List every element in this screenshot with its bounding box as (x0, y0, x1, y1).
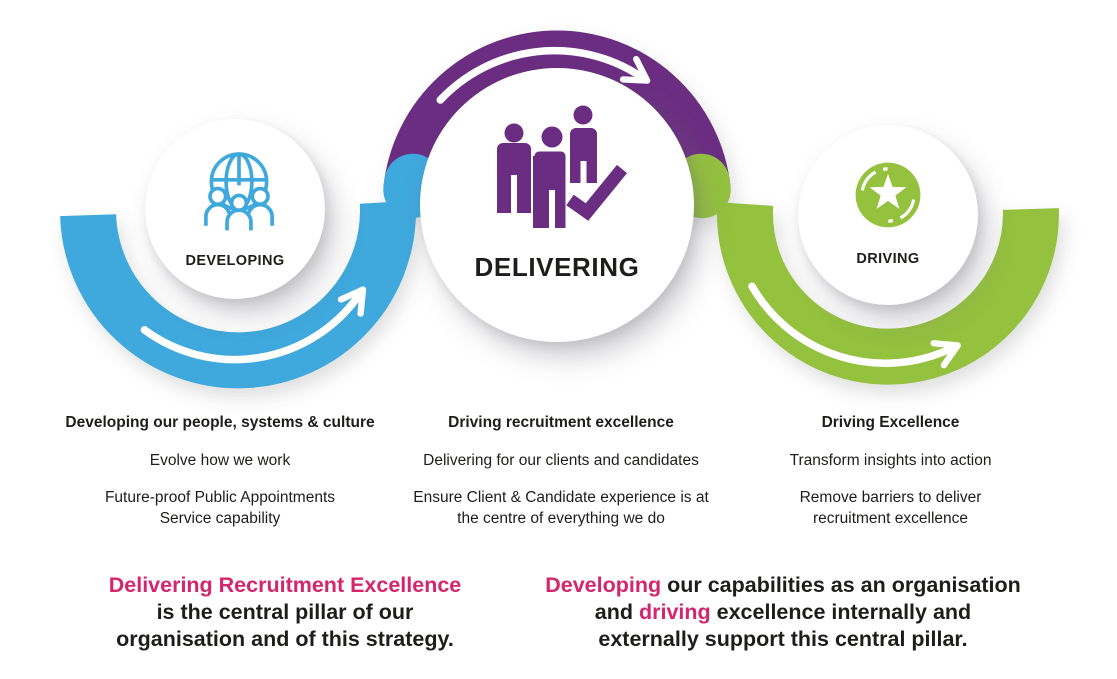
footnote-right: Developing our capabilities as an organi… (518, 572, 1048, 653)
node-developing: DEVELOPING (145, 119, 325, 299)
footnote-left: Delivering Recruitment Excellence is the… (85, 572, 485, 653)
node-label-developing: DEVELOPING (185, 253, 285, 269)
people-check-icon (497, 105, 628, 228)
node-driving: DRIVING (798, 125, 978, 305)
footnote-line: externally support this central pillar. (598, 627, 968, 651)
blue-arc-cap (383, 153, 442, 219)
footnote-line: Developing our capabilities as an organi… (545, 573, 1021, 597)
green-arc (716, 202, 1059, 385)
column-item: Remove barriers to deliver recruitment e… (799, 489, 982, 527)
column-item: Future-proof Public Appointments Service… (104, 489, 336, 527)
column-item: Ensure Client & Candidate experience is … (413, 489, 709, 527)
footnote-line: Delivering Recruitment Excellence (108, 573, 462, 597)
column-developing: Developing our people, systems & culture… (40, 412, 400, 545)
column-heading: Driving Excellence (821, 414, 960, 431)
column-delivering: Driving recruitment excellence Deliverin… (391, 412, 731, 545)
green-arrow (748, 282, 961, 369)
footnote-line: and driving excellence internally and (594, 600, 972, 624)
column-heading: Developing our people, systems & culture (65, 414, 375, 431)
star-badge-icon (855, 162, 921, 228)
globe-people-icon (204, 152, 274, 231)
node-label-driving: DRIVING (856, 251, 920, 267)
purple-arrow (436, 46, 651, 104)
footnote-line: is the central pillar of our (156, 600, 414, 624)
node-delivering: DELIVERING (420, 68, 694, 342)
column-item: Transform insights into action (789, 452, 992, 469)
column-item: Delivering for our clients and candidate… (423, 452, 699, 469)
node-label-delivering: DELIVERING (474, 252, 640, 282)
column-heading: Driving recruitment excellence (448, 414, 674, 431)
column-driving: Driving Excellence Transform insights in… (748, 412, 1033, 545)
blue-arrow (140, 286, 367, 364)
purple-arc (383, 30, 731, 194)
column-item: Evolve how we work (149, 452, 291, 469)
footnote-line: organisation and of this strategy. (116, 627, 454, 651)
green-arc-cap (672, 153, 731, 219)
